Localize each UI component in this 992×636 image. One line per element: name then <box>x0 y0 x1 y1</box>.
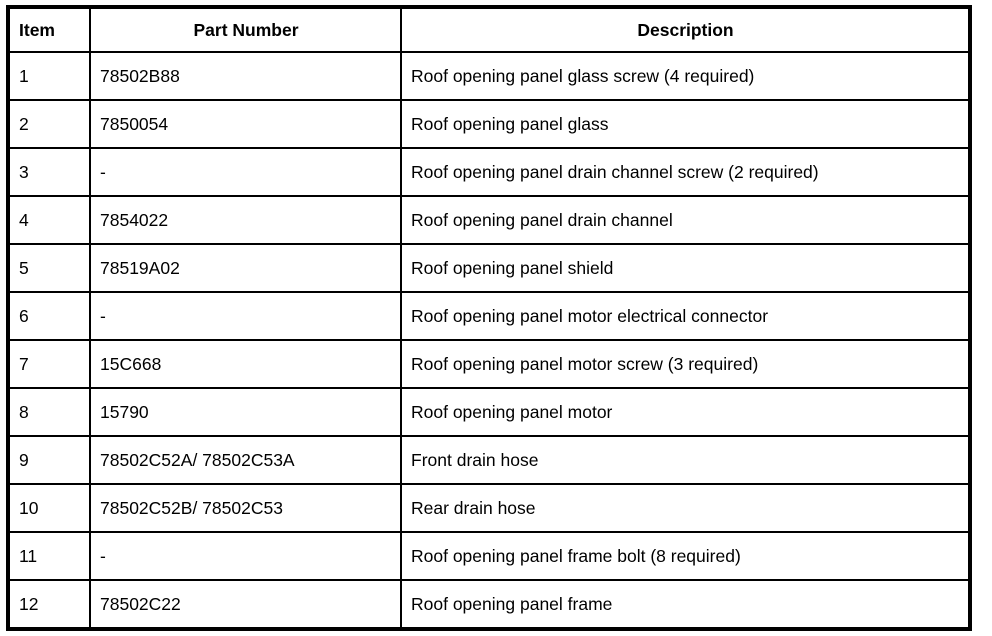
item-cell: 3 <box>7 147 91 197</box>
description-cell: Roof opening panel glass screw (4 requir… <box>400 51 971 101</box>
item-cell: 10 <box>7 483 91 533</box>
item-cell: 1 <box>7 51 91 101</box>
part-number-cell: 7850054 <box>89 99 402 149</box>
part-number-cell: - <box>89 531 402 581</box>
part-number-cell: 78502C52A/ 78502C53A <box>89 435 402 485</box>
description-cell: Roof opening panel drain channel <box>400 195 971 245</box>
header-part-number: Part Number <box>89 6 402 53</box>
item-cell: 11 <box>7 531 91 581</box>
item-cell: 4 <box>7 195 91 245</box>
description-cell: Roof opening panel glass <box>400 99 971 149</box>
part-number-cell: 78502B88 <box>89 51 402 101</box>
part-number-cell: 7854022 <box>89 195 402 245</box>
header-description: Description <box>400 6 971 53</box>
part-number-cell: 78502C22 <box>89 579 402 630</box>
item-cell: 9 <box>7 435 91 485</box>
item-cell: 6 <box>7 291 91 341</box>
table-row: 11-Roof opening panel frame bolt (8 requ… <box>7 531 971 581</box>
description-cell: Roof opening panel frame bolt (8 require… <box>400 531 971 581</box>
part-number-cell: 78502C52B/ 78502C53 <box>89 483 402 533</box>
description-cell: Roof opening panel frame <box>400 579 971 630</box>
item-cell: 2 <box>7 99 91 149</box>
table-header: Item Part Number Description <box>7 6 971 53</box>
part-number-cell: 15790 <box>89 387 402 437</box>
item-cell: 12 <box>7 579 91 630</box>
table-row: 6-Roof opening panel motor electrical co… <box>7 291 971 341</box>
table-row: 3-Roof opening panel drain channel screw… <box>7 147 971 197</box>
part-number-cell: 15C668 <box>89 339 402 389</box>
description-cell: Roof opening panel motor electrical conn… <box>400 291 971 341</box>
header-row: Item Part Number Description <box>7 6 971 53</box>
description-cell: Roof opening panel motor <box>400 387 971 437</box>
part-number-cell: - <box>89 147 402 197</box>
description-cell: Rear drain hose <box>400 483 971 533</box>
item-cell: 7 <box>7 339 91 389</box>
part-number-cell: - <box>89 291 402 341</box>
description-cell: Roof opening panel motor screw (3 requir… <box>400 339 971 389</box>
item-cell: 8 <box>7 387 91 437</box>
description-cell: Roof opening panel shield <box>400 243 971 293</box>
item-cell: 5 <box>7 243 91 293</box>
description-cell: Front drain hose <box>400 435 971 485</box>
part-number-cell: 78519A02 <box>89 243 402 293</box>
description-cell: Roof opening panel drain channel screw (… <box>400 147 971 197</box>
header-item: Item <box>7 6 91 53</box>
